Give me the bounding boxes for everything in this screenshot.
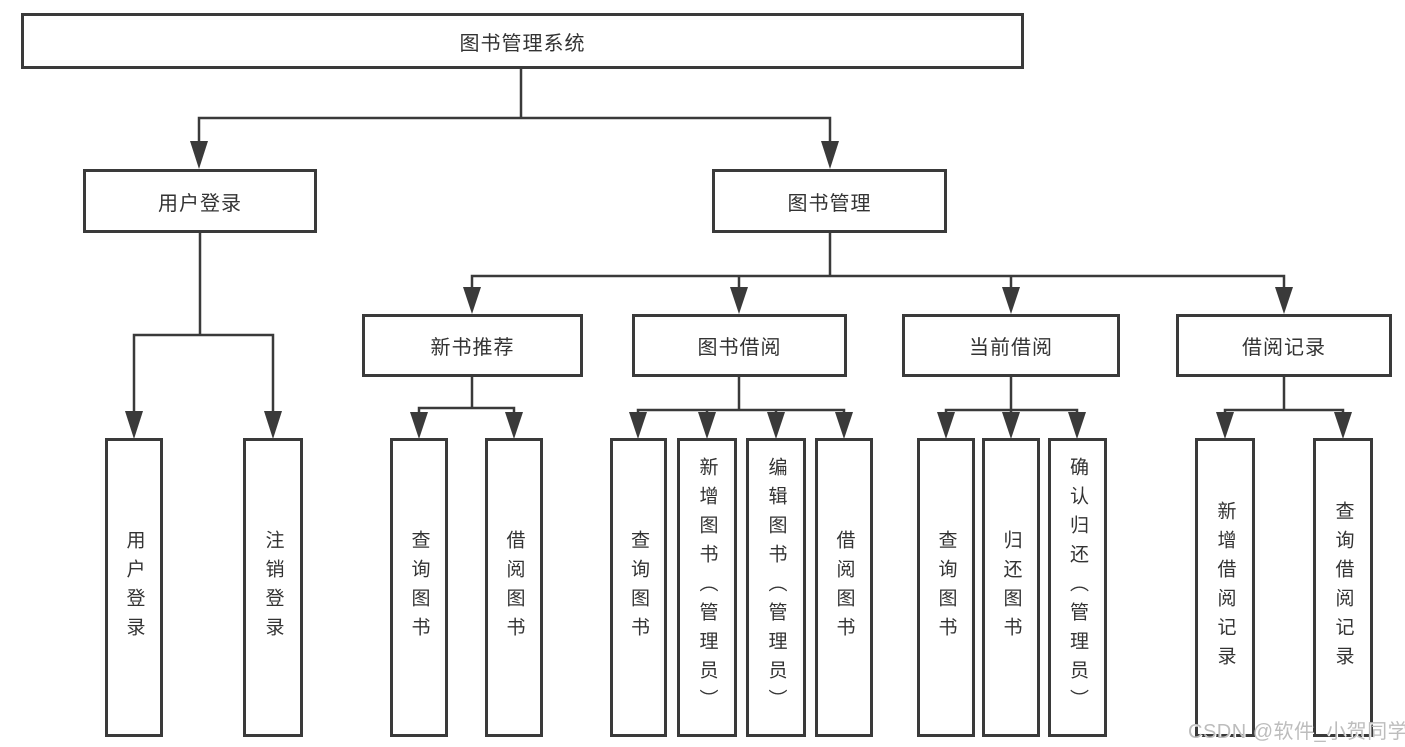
node-book-management: 图书管理: [712, 169, 947, 233]
connector-recommend-to-leaves: [417, 375, 516, 422]
leaf-edit-books-admin-label: 编辑图书（管理员）: [765, 457, 787, 718]
leaf-add-borrow-record: 新增借阅记录: [1195, 438, 1255, 737]
leaf-query-books-borrow: 查询图书: [610, 438, 667, 737]
connector-mgmt-to-level3: [470, 231, 1286, 298]
node-borrow-records-label: 借阅记录: [1242, 337, 1326, 359]
node-book-borrow: 图书借阅: [632, 314, 847, 377]
node-user-login: 用户登录: [83, 169, 317, 233]
leaf-add-borrow-record-label: 新增借阅记录: [1214, 500, 1236, 675]
node-new-book-recommend: 新书推荐: [362, 314, 583, 377]
connector-login-to-leaves: [132, 231, 275, 422]
node-current-borrow: 当前借阅: [902, 314, 1120, 377]
leaf-confirm-return-admin-label: 确认归还（管理员）: [1067, 457, 1088, 718]
leaf-borrow-books-recommend: 借阅图书: [485, 438, 543, 737]
connector-root-to-level2: [197, 67, 832, 152]
leaf-query-books-current-label: 查询图书: [935, 529, 957, 646]
csdn-watermark: CSDN @软件_小贺同学: [1188, 721, 1405, 743]
leaf-query-borrow-record-label: 查询借阅记录: [1332, 500, 1354, 675]
leaf-logout: 注销登录: [243, 438, 303, 737]
node-root-system: 图书管理系统: [21, 13, 1024, 69]
leaf-confirm-return-admin: 确认归还（管理员）: [1048, 438, 1107, 737]
node-user-login-label: 用户登录: [158, 192, 242, 215]
leaf-query-borrow-record: 查询借阅记录: [1313, 438, 1373, 737]
leaf-query-books-current: 查询图书: [917, 438, 975, 737]
leaf-logout-label: 注销登录: [262, 529, 284, 646]
leaf-query-books-recommend: 查询图书: [390, 438, 448, 737]
connector-borrow-to-leaves: [636, 375, 846, 422]
node-current-borrow-label: 当前借阅: [969, 337, 1053, 359]
leaf-return-books-label: 归还图书: [1000, 529, 1022, 646]
leaf-return-books: 归还图书: [982, 438, 1040, 737]
leaf-borrow-books-recommend-label: 借阅图书: [503, 529, 525, 646]
leaf-user-login: 用户登录: [105, 438, 163, 737]
leaf-borrow-books: 借阅图书: [815, 438, 873, 737]
connector-current-to-leaves: [944, 375, 1079, 422]
node-new-book-recommend-label: 新书推荐: [430, 337, 515, 359]
leaf-edit-books-admin: 编辑图书（管理员）: [746, 438, 806, 737]
leaf-add-books-admin-label: 新增图书（管理员）: [696, 457, 718, 718]
node-borrow-records: 借阅记录: [1176, 314, 1392, 377]
leaf-borrow-books-label: 借阅图书: [833, 529, 855, 646]
node-book-borrow-label: 图书借阅: [697, 337, 782, 359]
node-root-label: 图书管理系统: [459, 32, 586, 55]
leaf-user-login-label: 用户登录: [123, 529, 145, 646]
leaf-query-books-borrow-label: 查询图书: [628, 529, 649, 646]
leaf-add-books-admin: 新增图书（管理员）: [677, 438, 737, 737]
connector-records-to-leaves: [1223, 375, 1345, 422]
node-book-management-label: 图书管理: [787, 192, 872, 215]
leaf-query-books-recommend-label: 查询图书: [408, 529, 430, 646]
